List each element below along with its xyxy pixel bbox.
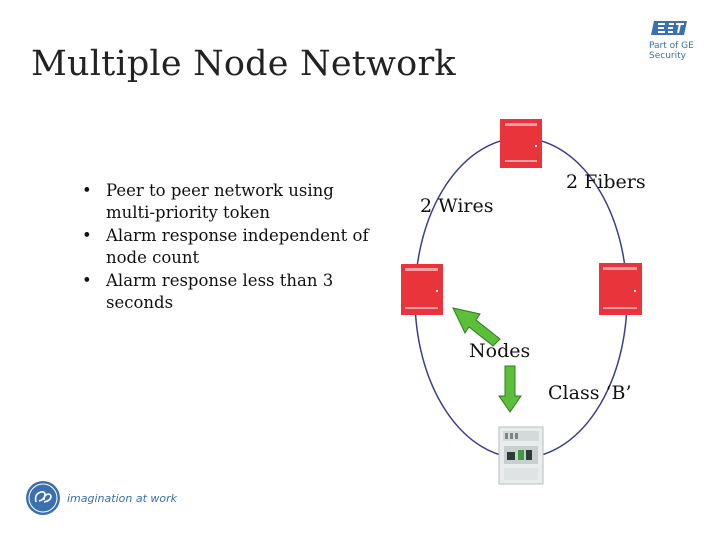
ge-logo: imagination at work: [25, 475, 177, 521]
page-title: Multiple Node Network: [31, 44, 456, 84]
bullet-text: Alarm response less than 3 seconds: [106, 271, 334, 312]
bullet-text: Peer to peer network using multi-priorit…: [106, 181, 334, 222]
bullet-marker: •: [82, 181, 92, 200]
ge-monogram-icon: [26, 481, 60, 515]
est-logo-mark-icon: [651, 21, 687, 35]
est-logo-line2: Security: [649, 51, 686, 61]
list-item: • Peer to peer network using multi-prior…: [82, 180, 382, 224]
list-item: • Alarm response independent of node cou…: [82, 225, 382, 269]
node-panel-left: [401, 264, 443, 315]
bullet-marker: •: [82, 226, 92, 245]
label-wires: 2 Wires: [420, 195, 494, 217]
bullet-list: • Peer to peer network using multi-prior…: [82, 180, 382, 315]
list-item: • Alarm response less than 3 seconds: [82, 270, 382, 314]
bullet-text: Alarm response independent of node count: [106, 226, 369, 267]
node-panel-right: [599, 263, 642, 315]
label-fibers: 2 Fibers: [566, 171, 646, 193]
est-logo: Part of GE Security: [642, 20, 694, 64]
node-panel-top: [500, 119, 542, 168]
ge-tagline: imagination at work: [67, 492, 177, 505]
est-logo-line1: Part of GE: [649, 41, 694, 51]
green-arrow-up-left-icon: [452, 307, 501, 347]
control-panel-cabinet: [498, 426, 544, 485]
green-arrow-down-icon: [498, 365, 522, 413]
bullet-marker: •: [82, 271, 92, 290]
label-nodes: Nodes: [469, 340, 531, 362]
label-class: Class ‘B’: [548, 382, 632, 404]
